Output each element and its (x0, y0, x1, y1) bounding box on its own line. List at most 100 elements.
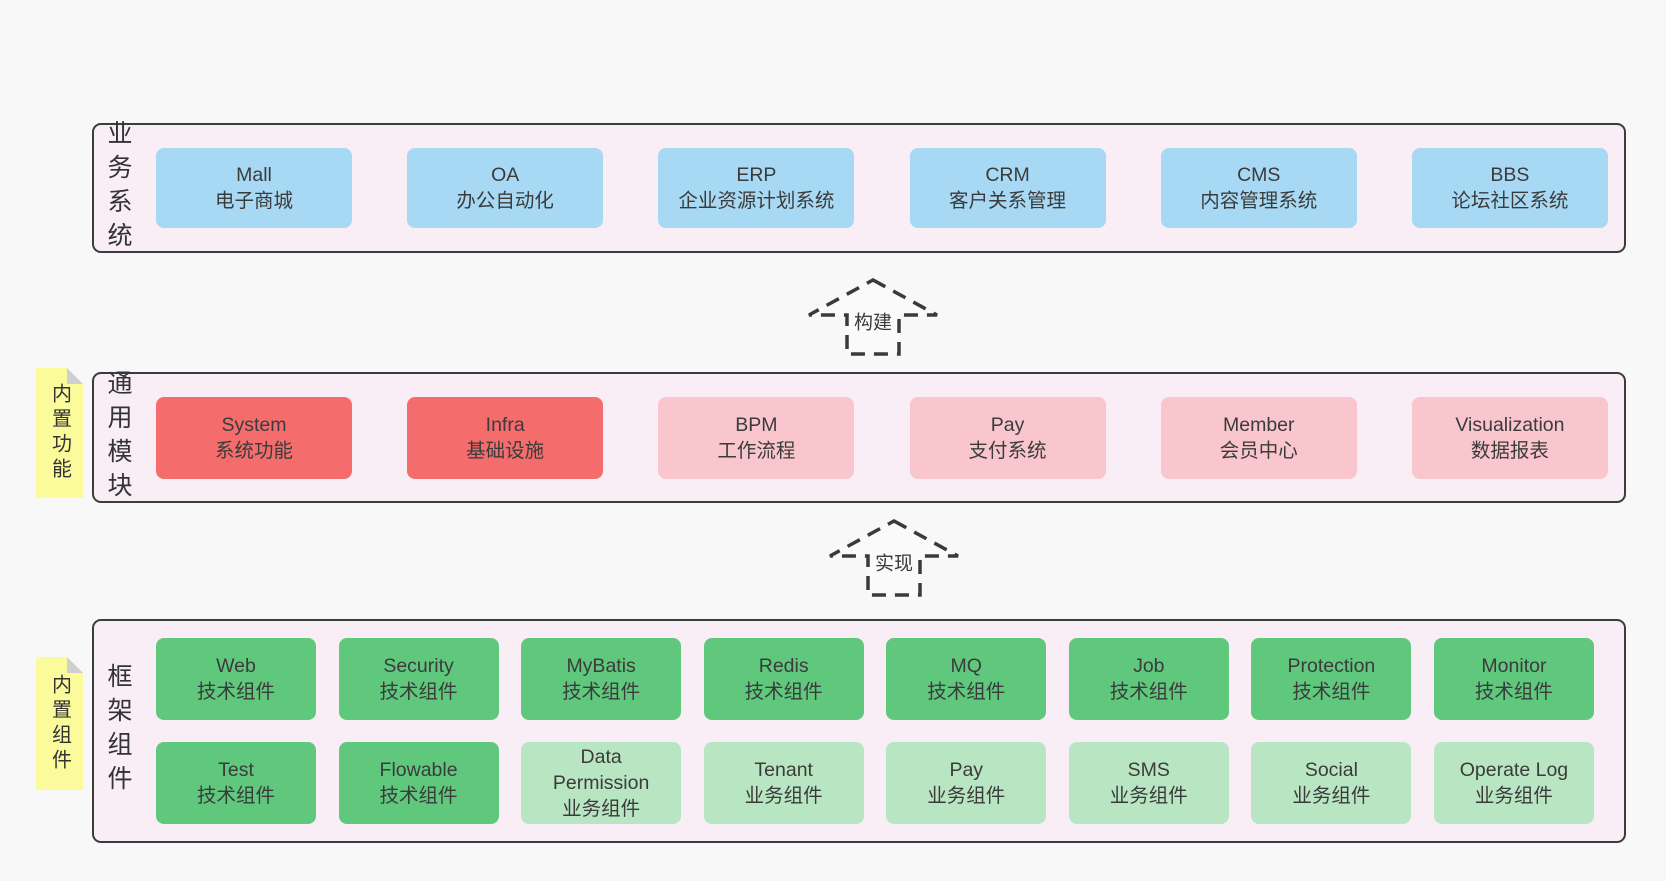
box-subtitle: 技术组件 (196, 681, 275, 703)
box-protection: Protection 技术组件 (1251, 638, 1412, 720)
box-subtitle: 业务组件 (927, 785, 1006, 807)
box-title: Infra (485, 413, 525, 436)
box-title: SMS (1127, 759, 1170, 781)
box-title: MyBatis (566, 655, 636, 677)
box-subtitle: 技术组件 (1292, 681, 1371, 703)
box-title: BBS (1490, 164, 1530, 186)
layer-modules-rows: System 系统功能 Infra 基础设施 BPM 工作流程 Pay 支付系统 Member 会… (156, 374, 1608, 501)
sticky-note-text: 内置组件 (48, 673, 71, 774)
box-title: BPM (735, 413, 778, 436)
box-title: Operate Log (1459, 759, 1569, 781)
box-title: Test (218, 759, 254, 781)
box-title: ERP (736, 164, 777, 186)
box-subtitle: 系统功能 (214, 439, 293, 462)
box-subtitle: 业务组件 (744, 785, 823, 807)
box-subtitle: 企业资源计划系统 (678, 190, 835, 212)
box-title: Protection (1287, 655, 1376, 677)
box-bbs: BBS 论坛社区系统 (1411, 148, 1608, 228)
box-title: Flowable (379, 759, 458, 781)
box-infra: Infra 基础设施 (407, 396, 604, 479)
box-subtitle: 技术组件 (196, 785, 275, 807)
box-subtitle: 技术组件 (562, 681, 641, 703)
box-title: Member (1222, 413, 1295, 436)
box-title: CMS (1237, 164, 1281, 186)
box-title: Pay (949, 759, 984, 781)
box-subtitle: 内容管理系统 (1200, 190, 1318, 212)
box-bpm: BPM 工作流程 (658, 396, 855, 479)
box-subtitle: 技术组件 (1474, 681, 1553, 703)
box-system: System 系统功能 (156, 396, 352, 479)
box-pay: Pay 业务组件 (886, 742, 1047, 824)
box-title: Tenant (754, 759, 813, 781)
sticky-note-text: 内置功能 (48, 383, 71, 483)
box-title: System (221, 413, 287, 436)
box-tenant: Tenant 业务组件 (703, 742, 864, 824)
box-erp: ERP 企业资源计划系统 (658, 148, 855, 228)
box-subtitle: 支付系统 (968, 439, 1047, 462)
box-subtitle: 技术组件 (744, 681, 823, 703)
box-subtitle: 技术组件 (927, 681, 1006, 703)
box-subtitle: 数据报表 (1470, 439, 1549, 462)
layer-business: 业务系统 Mall 电子商城 OA 办公自动化 ERP 企业资源计划系统 CRM 客户关系管理… (92, 120, 1626, 256)
box-title: MQ (950, 655, 982, 677)
implement-arrow-label: 实现 (869, 546, 919, 578)
box-mybatis: MyBatis 技术组件 (521, 638, 682, 720)
box-subtitle: 技术组件 (1109, 681, 1188, 703)
layer-business-row-1: Mall 电子商城 OA 办公自动化 ERP 企业资源计划系统 CRM 客户关系管理 CMS 内容… (156, 148, 1608, 228)
layer-business-rows: Mall 电子商城 OA 办公自动化 ERP 企业资源计划系统 CRM 客户关系管理 CMS 内容… (156, 125, 1608, 251)
box-title: Mall (236, 164, 272, 186)
box-data-permission: Data Permission 业务组件 (521, 742, 682, 824)
box-title: CRM (985, 164, 1030, 186)
layer-components-label: 框架组件 (104, 663, 132, 799)
box-title: Job (1133, 655, 1165, 677)
box-subtitle: 基础设施 (466, 439, 545, 462)
box-job: Job 技术组件 (1068, 638, 1229, 720)
implement-arrow-icon: 实现 (809, 518, 979, 598)
box-title: Web (216, 655, 256, 677)
build-arrow-label: 构建 (848, 305, 898, 337)
box-subtitle: 论坛社区系统 (1451, 190, 1569, 212)
box-title: Monitor (1481, 655, 1547, 677)
sticky-note-built-in-features: 内置功能 (36, 368, 83, 498)
box-visualization: Visualization 数据报表 (1411, 396, 1608, 479)
box-title: Social (1304, 759, 1358, 781)
box-redis: Redis 技术组件 (703, 638, 864, 720)
build-arrow-icon: 构建 (788, 277, 958, 357)
box-social: Social 业务组件 (1251, 742, 1412, 824)
box-title: Visualization (1455, 413, 1565, 436)
layer-business-label: 业务系统 (104, 120, 132, 256)
box-oa: OA 办公自动化 (407, 148, 604, 228)
box-title: Redis (758, 655, 809, 677)
box-subtitle: 电子商城 (214, 190, 293, 212)
box-subtitle: 业务组件 (1292, 785, 1371, 807)
box-pay: Pay 支付系统 (909, 396, 1106, 479)
box-subtitle: 业务组件 (562, 798, 641, 820)
box-subtitle: 客户关系管理 (949, 190, 1067, 212)
box-subtitle: 工作流程 (717, 439, 796, 462)
box-member: Member 会员中心 (1160, 396, 1357, 479)
layer-modules-label: 通用模块 (104, 369, 132, 506)
box-title: Pay (990, 413, 1025, 436)
box-cms: CMS 内容管理系统 (1160, 148, 1357, 228)
box-title: OA (491, 164, 520, 186)
layer-modules-row-1: System 系统功能 Infra 基础设施 BPM 工作流程 Pay 支付系统 Member 会… (156, 396, 1608, 479)
box-title: Data Permission (552, 746, 650, 794)
box-test: Test 技术组件 (156, 742, 316, 824)
box-monitor: Monitor 技术组件 (1433, 638, 1594, 720)
box-subtitle: 办公自动化 (456, 190, 554, 212)
box-mq: MQ 技术组件 (886, 638, 1047, 720)
sticky-note-built-in-components: 内置组件 (36, 657, 83, 790)
box-subtitle: 会员中心 (1219, 439, 1298, 462)
layer-modules: 通用模块 System 系统功能 Infra 基础设施 BPM 工作流程 Pay 支付系统 Me… (92, 369, 1626, 506)
box-title: Security (383, 655, 454, 677)
box-web: Web 技术组件 (156, 638, 316, 720)
